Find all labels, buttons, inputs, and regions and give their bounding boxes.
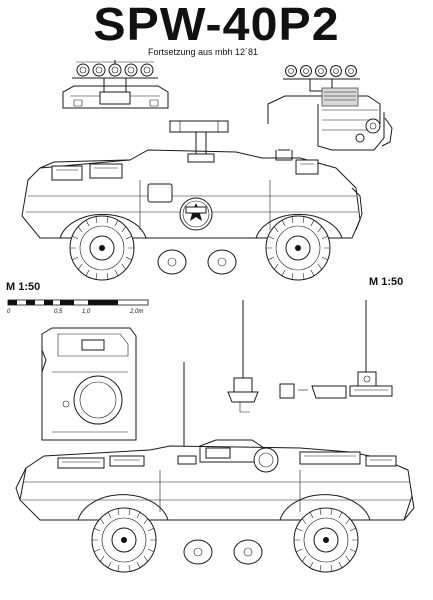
scale-tick-0-5: 0,5 xyxy=(54,309,63,315)
scale-tick-1-0: 1,0 xyxy=(82,309,91,315)
page-title: SPW-40P2 xyxy=(93,0,340,50)
scale-label-right: M 1:50 xyxy=(369,276,404,288)
launcher-rack-front-view xyxy=(72,60,158,93)
scale-tick-2-0m: 2,0m xyxy=(130,309,144,315)
scale-tick-0: 0 xyxy=(7,309,11,315)
scale-bar xyxy=(7,299,149,306)
turret-detail-right xyxy=(267,87,393,151)
hull-section-detail xyxy=(41,327,137,441)
vehicle-side-view-bottom xyxy=(15,362,415,573)
hull-front-view xyxy=(62,85,169,109)
page-subtitle: Fortsetzung aus mbh 12´81 xyxy=(148,47,259,57)
scale-label-left: M 1:50 xyxy=(6,281,41,293)
launcher-rack-rear-view xyxy=(283,65,360,92)
antenna-mount-details xyxy=(227,300,393,413)
vehicle-side-view-top xyxy=(21,120,363,281)
